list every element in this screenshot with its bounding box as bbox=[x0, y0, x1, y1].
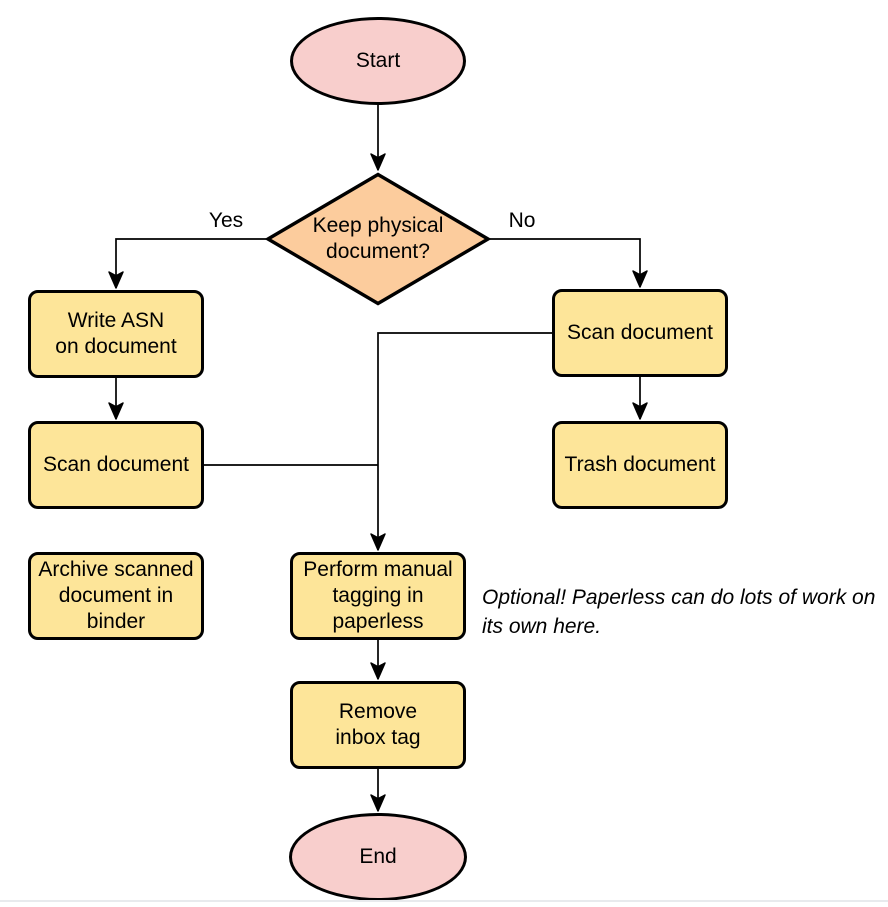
edge-decision-to-scan-right bbox=[490, 238, 648, 288]
node-write-asn-label: Write ASN on document bbox=[55, 309, 177, 358]
node-decision: Keep physical document? bbox=[265, 172, 491, 306]
decision-diamond-shape bbox=[265, 172, 491, 306]
node-start: Start bbox=[290, 17, 466, 105]
page-bottom-border bbox=[0, 900, 888, 902]
edge-label-yes: Yes bbox=[208, 209, 244, 232]
node-trash-document: Trash document bbox=[552, 421, 728, 509]
edge-scan-right-to-tagging bbox=[370, 332, 552, 551]
node-end-label: End bbox=[359, 845, 397, 868]
node-end: End bbox=[289, 813, 467, 901]
node-trash-document-label: Trash document bbox=[564, 453, 716, 476]
node-decision-label: Keep physical document? bbox=[312, 214, 444, 263]
edge-label-no: No bbox=[508, 209, 536, 232]
node-scan-document-right: Scan document bbox=[552, 289, 728, 377]
edge-decision-to-write-asn bbox=[108, 238, 266, 289]
annotation-text: Optional! Paperless can do lots of work … bbox=[482, 586, 876, 638]
node-write-asn: Write ASN on document bbox=[28, 290, 204, 378]
node-scan-document-left-label: Scan document bbox=[43, 453, 189, 476]
node-remove-inbox-tag-label: Remove inbox tag bbox=[335, 700, 421, 749]
node-scan-document-left: Scan document bbox=[28, 421, 204, 509]
node-manual-tagging-label: Perform manual tagging in paperless bbox=[303, 558, 453, 633]
node-scan-document-right-label: Scan document bbox=[567, 321, 713, 344]
node-archive-document-label: Archive scanned document in binder bbox=[38, 558, 194, 633]
node-archive-document: Archive scanned document in binder bbox=[28, 552, 204, 640]
node-remove-inbox-tag: Remove inbox tag bbox=[290, 681, 466, 769]
node-manual-tagging: Perform manual tagging in paperless bbox=[290, 552, 466, 640]
node-start-label: Start bbox=[355, 49, 401, 72]
